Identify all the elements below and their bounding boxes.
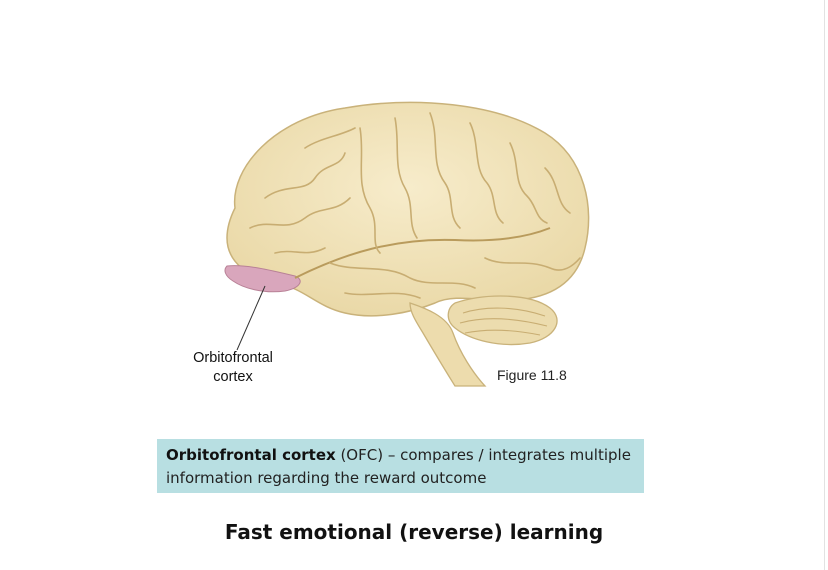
callout-box: Orbitofrontal cortex (OFC) – compares / … bbox=[157, 439, 644, 493]
callout-term: Orbitofrontal cortex bbox=[166, 446, 336, 464]
slide-edge-line bbox=[824, 0, 825, 570]
ofc-label-line2: cortex bbox=[213, 369, 253, 385]
callout-line2: information regarding the reward outcome bbox=[166, 469, 487, 487]
figure-number: Figure 11.8 bbox=[497, 367, 567, 383]
cerebellum-shape bbox=[447, 295, 558, 346]
brain-illustration bbox=[224, 101, 590, 387]
slide-title: Fast emotional (reverse) learning bbox=[224, 520, 604, 544]
brainstem-shape bbox=[409, 302, 487, 387]
gyri-lines bbox=[249, 112, 581, 299]
ofc-pointer-line bbox=[236, 285, 266, 351]
ofc-label-line1: Orbitofrontal bbox=[193, 350, 273, 366]
callout-text: (OFC) – compares / integrates multiple bbox=[335, 446, 631, 464]
ofc-label: Orbitofrontal cortex bbox=[178, 349, 288, 387]
brain-figure bbox=[155, 88, 625, 388]
cerebellum-folia bbox=[459, 307, 548, 336]
ofc-highlight bbox=[224, 265, 301, 293]
callout-line1: Orbitofrontal cortex (OFC) – compares / … bbox=[166, 444, 635, 467]
lateral-sulcus bbox=[294, 227, 551, 279]
